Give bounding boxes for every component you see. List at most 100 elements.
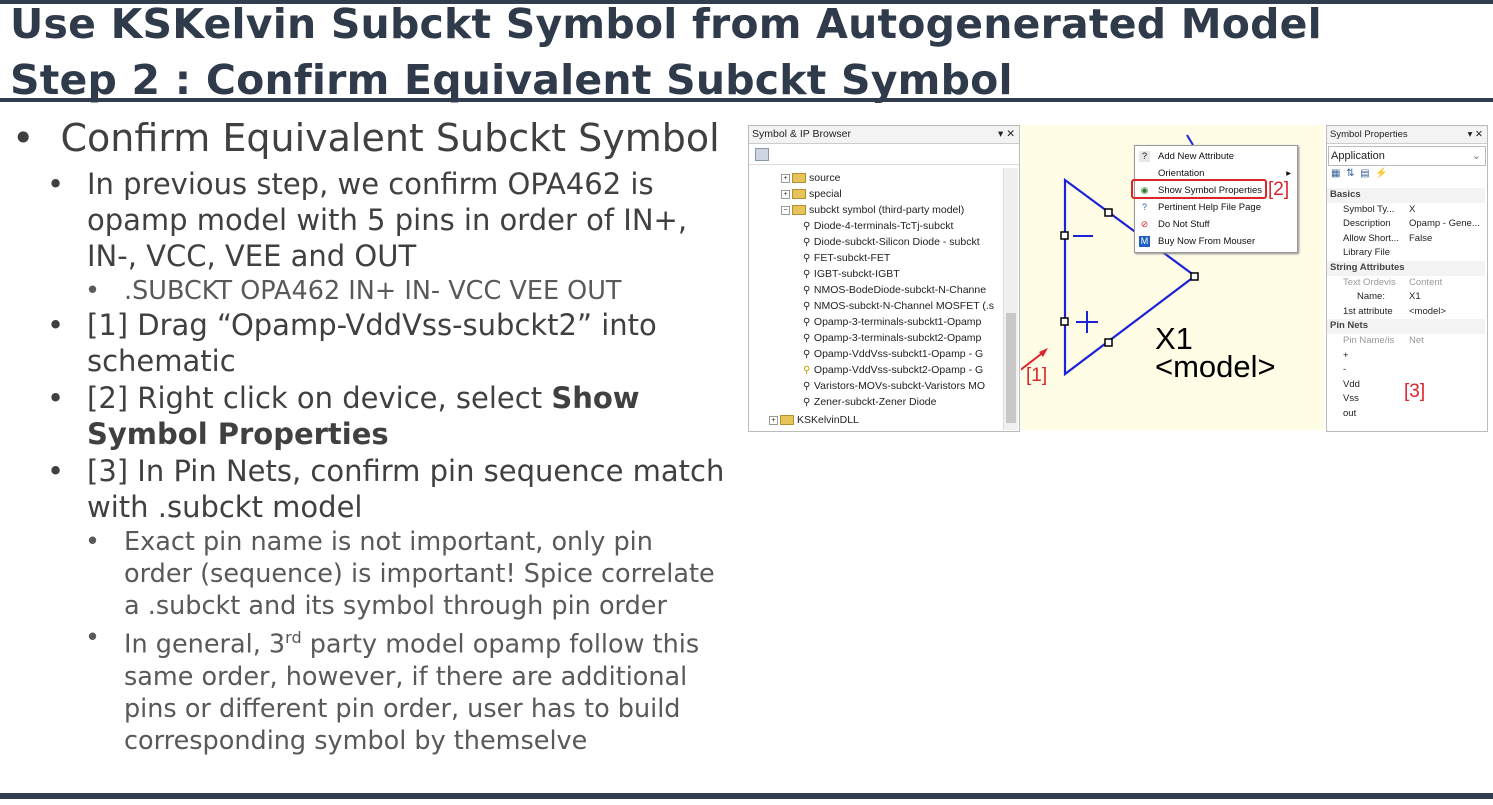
highlight-box [1131,179,1267,199]
bullet-dot: • [12,116,35,160]
expand-icon[interactable]: + [781,189,790,199]
symbol-pin-icon: ⚲ [803,269,811,280]
category-string-attributes[interactable]: String Attributes [1327,261,1485,276]
expand-icon[interactable]: + [769,415,778,425]
application-dropdown[interactable]: Application⌄ [1328,146,1486,166]
properties-header: Symbol Properties ▾ ✕ [1327,126,1487,144]
annotation-3: [3] [1404,381,1426,402]
pin-row[interactable]: - [1343,364,1347,376]
bullet-dot: • [47,454,65,488]
categorized-icon[interactable]: ▦ [1331,168,1341,179]
symbol-pin-icon: ⚲ [803,237,811,248]
tree-item-special[interactable]: +special [781,186,842,202]
tree-item-symbol[interactable]: ⚲ IGBT-subckt-IGBT [803,266,900,282]
tree-item-symbol[interactable]: ⚲ Opamp-3-terminals-subckt2-Opamp [803,330,981,346]
menu-item-show-symbol-properties[interactable]: ◉Show Symbol Properties [1140,185,1263,196]
bottom-border [0,793,1493,799]
category-basics[interactable]: Basics [1327,188,1485,203]
tree-item-symbol[interactable]: ⚲ Opamp-3-terminals-subckt1-Opamp [803,314,981,330]
bullet-text: In previous step, we confirm OPA462 is o… [87,167,688,273]
bullet-right-click-bold: Show Symbol Properties [87,381,640,451]
sort-az-icon[interactable]: ⇅ [1346,168,1355,179]
prohibited-icon: ⊘ [1140,219,1149,229]
symbol-pin-icon: ⚲ [803,349,811,360]
tree-item-subckt-symbol[interactable]: −subckt symbol (third-party model) [781,202,964,218]
menu-item-orientation[interactable]: Orientation▸ [1135,165,1295,182]
help-icon: ? [1141,202,1147,212]
properties-window-controls[interactable]: ▾ ✕ [1467,129,1483,140]
property-row[interactable]: Name:X1 [1357,291,1421,303]
bullet-dot: • [85,527,101,557]
mouser-icon: M [1139,236,1150,247]
symbol-pin-icon: ⚲ [803,253,811,264]
property-row[interactable]: Allow Short...False [1343,232,1433,244]
bullet-text: [2] Right click on device, select Show S… [87,380,727,452]
eye-icon: ◉ [1140,185,1149,195]
bullet-general-sup: rd [285,628,302,647]
scrollbar-thumb[interactable] [1006,313,1016,423]
tree-item-symbol[interactable]: ⚲ Diode-subckt-Silicon Diode - subckt [803,234,980,250]
tree-item-symbol[interactable]: ⚲ Zener-subckt-Zener Diode [803,394,936,410]
menu-item-add-attribute[interactable]: ?Add New Attribute [1135,148,1295,165]
bullet-dot: • [47,381,65,415]
instance-label: X1 [1155,321,1193,356]
property-row[interactable]: 1st attribute<model> [1343,305,1446,317]
tree-item-kskelvindll[interactable]: +KSKelvinDLL [769,412,859,428]
category-pin-nets[interactable]: Pin Nets [1327,319,1485,334]
browser-scrollbar[interactable] [1003,168,1018,430]
bullet-dot: • [47,167,65,201]
property-pages-icon[interactable]: ▤ [1360,168,1370,179]
tree-item-symbol[interactable]: ⚲ FET-subckt-FET [803,250,890,266]
properties-title: Symbol Properties [1330,129,1408,140]
pin-row[interactable]: + [1343,349,1349,361]
slide-subtitle: Step 2 : Confirm Equivalent Subckt Symbo… [10,56,1013,104]
symbol-pin-icon: ⚲ [803,285,811,296]
symbol-pin-icon: ⚲ [803,397,811,408]
events-icon[interactable]: ⚡ [1375,168,1388,179]
folder-icon [792,173,806,184]
slide-title: Use KSKelvin Subckt Symbol from Autogene… [10,0,1322,48]
tree-item-symbol-selected[interactable]: ⚲ Opamp-VddVss-subckt2-Opamp - G [803,362,983,378]
model-label: <model> [1155,349,1276,384]
symbol-ip-browser-panel: Symbol & IP Browser ▾ ✕ +source +special… [748,125,1020,432]
annotation-2: [2] [1268,179,1290,200]
context-menu: ?Add New Attribute Orientation▸ ◉Show Sy… [1134,145,1298,253]
collapse-icon[interactable]: − [781,205,790,215]
tree-item-symbol[interactable]: ⚲ Opamp-VddVss-subckt1-Opamp - G [803,346,983,362]
chevron-down-icon: ⌄ [1471,150,1481,162]
bullet-right-click-text: [2] Right click on device, select [87,381,552,415]
pin-row[interactable]: Vss [1343,393,1359,405]
tree-item-symbol[interactable]: ⚲ NMOS-subckt-N-Channel MOSFET (.s [803,298,994,314]
browser-window-controls[interactable]: ▾ ✕ [998,128,1015,140]
property-row[interactable]: Library File [1343,247,1390,259]
pin-row[interactable]: out [1343,408,1357,419]
browser-toolbar [749,144,1019,165]
submenu-arrow-icon: ▸ [1286,168,1291,179]
pin-row[interactable]: Vdd [1343,378,1360,390]
symbol-pin-icon: ⚲ [803,221,811,232]
bullet-dot: • [47,308,65,342]
tree-item-symbol[interactable]: ⚲ Varistors-MOVs-subckt-Varistors MO [803,378,985,394]
menu-item-do-not-stuff[interactable]: ⊘Do Not Stuff [1140,219,1210,230]
browser-header: Symbol & IP Browser ▾ ✕ [749,126,1019,144]
bullet-text: [1] Drag “Opamp-VddVss-subckt2” into sch… [87,308,657,378]
folder-icon [780,415,794,426]
bullet-text: [3] In Pin Nets, confirm pin sequence ma… [87,454,725,524]
folder-open-icon [792,205,806,216]
tree-item-source[interactable]: +source [781,170,841,186]
symbol-pin-icon: ⚲ [803,301,811,312]
bullet-text: .SUBCKT OPA462 IN+ IN- VCC VEE OUT [124,276,622,306]
property-row[interactable]: Symbol Ty...X [1343,203,1416,215]
top-border [0,0,1493,4]
menu-item-help-file[interactable]: ?Pertinent Help File Page [1135,199,1295,216]
library-icon[interactable] [755,148,769,161]
symbol-properties-panel: Symbol Properties ▾ ✕ Application⌄ ▦ ⇅ ▤… [1326,125,1488,432]
tree-item-symbol[interactable]: ⚲ NMOS-BodeDiode-subckt-N-Channe [803,282,986,298]
bullet-main-text: Confirm Equivalent Subckt Symbol [60,116,720,160]
tree-item-symbol[interactable]: ⚲ Diode-4-terminals-TcTj-subckt [803,218,953,234]
expand-icon[interactable]: + [781,173,790,183]
